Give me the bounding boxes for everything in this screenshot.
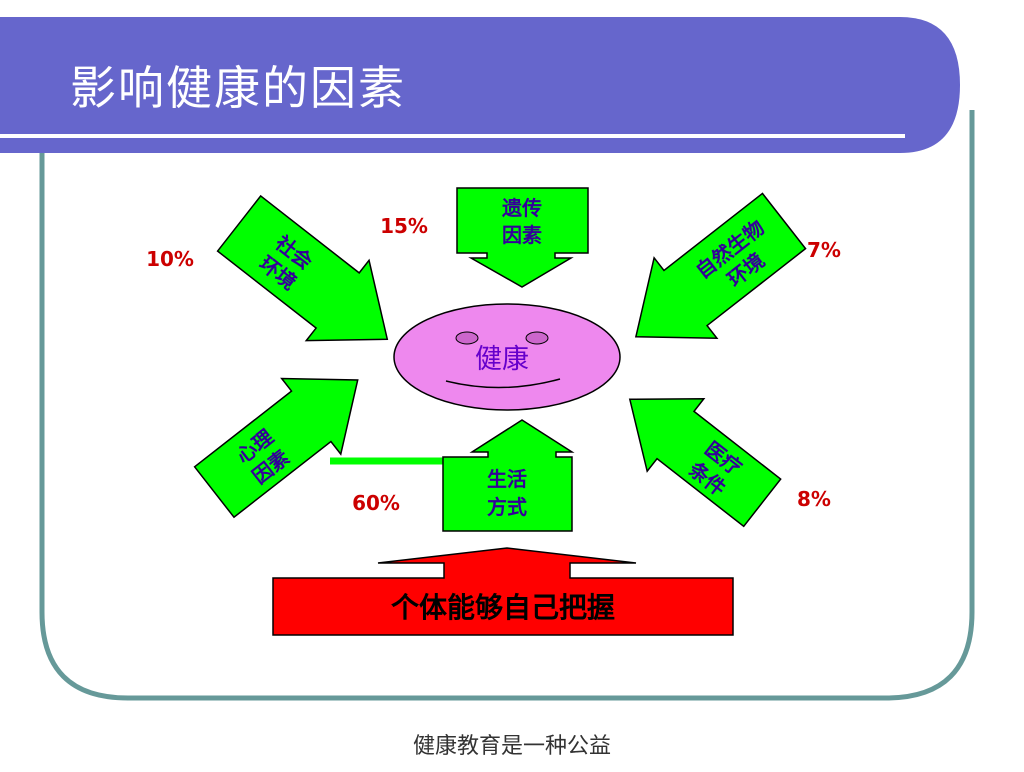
factor-genetic-label-2: 因素 — [502, 223, 542, 247]
factor-lifestyle-label-2: 方式 — [487, 495, 527, 519]
banner-label: 个体能够自己把握 — [391, 591, 615, 624]
self-control-banner: 个体能够自己把握 — [272, 547, 734, 636]
health-center: 健康 — [393, 303, 621, 411]
percent-lifestyle: 60% — [352, 491, 400, 515]
face-smile — [445, 378, 561, 389]
factor-lifestyle: 生活 方式 — [442, 419, 575, 532]
percent-social: 10% — [146, 247, 194, 271]
title-bar — [0, 17, 960, 153]
factor-social: 社会 环境 — [216, 194, 389, 342]
face-eye-left — [455, 331, 479, 345]
slide-title: 影响健康的因素 — [70, 61, 406, 115]
factor-natural: 自然生物 环境 — [634, 192, 807, 339]
content-frame — [39, 110, 975, 701]
face-eye-right — [525, 331, 549, 345]
factor-genetic-label-1: 遗传 — [501, 196, 542, 220]
health-face — [393, 303, 621, 411]
health-label: 健康 — [475, 344, 529, 375]
factor-genetic: 遗传 因素 — [456, 187, 589, 288]
factor-psych: 心理 因素 — [193, 377, 359, 519]
slide-footer: 健康教育是一种公益 — [412, 734, 611, 759]
percent-natural: 7% — [807, 238, 841, 262]
factor-lifestyle-label-1: 生活 — [487, 467, 527, 491]
percent-genetic: 15% — [380, 214, 428, 238]
factor-medical: 医疗 条件 — [628, 397, 782, 528]
percent-medical: 8% — [797, 487, 831, 511]
